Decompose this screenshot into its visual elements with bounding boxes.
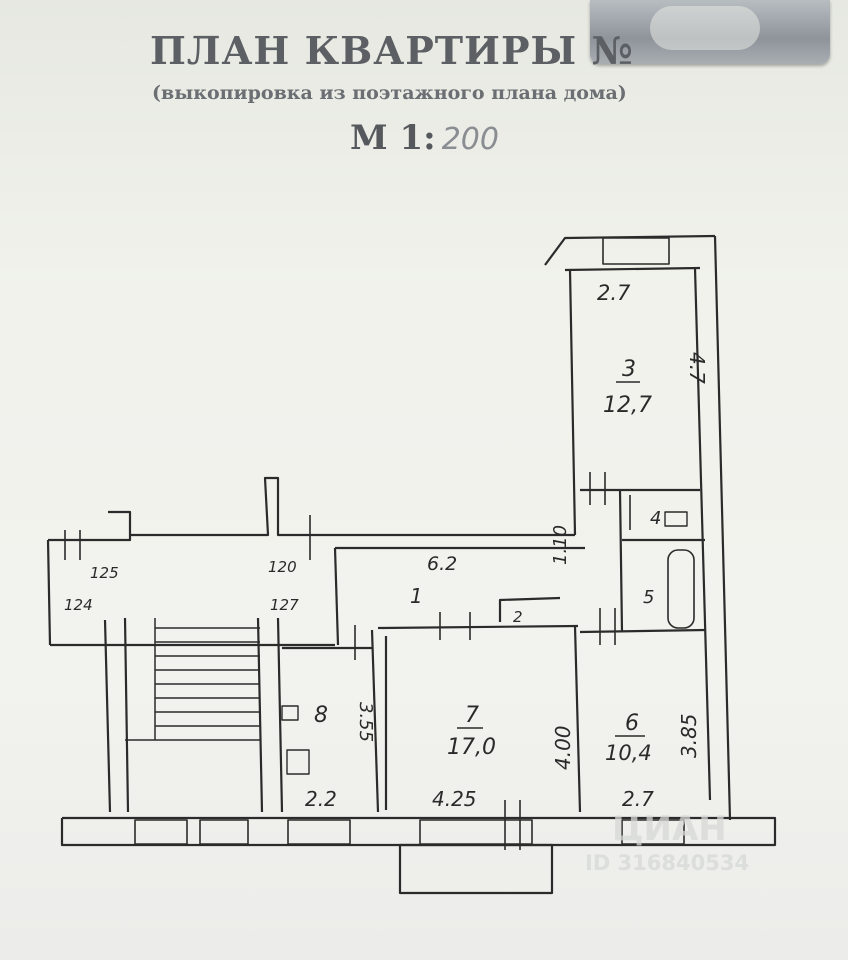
dim-kitchen-depth: 3.55 [355, 702, 376, 742]
scale-label: М 1:200 [350, 118, 499, 158]
room7-wall-top [377, 624, 579, 630]
loggia [398, 843, 554, 895]
room7-wall-right [573, 625, 582, 813]
stair-rail-right-inner [276, 617, 284, 813]
room-3-area: 12,7 [603, 393, 652, 418]
door-marks [64, 472, 631, 850]
bottom-windows [134, 819, 685, 845]
stair-rail-right [256, 617, 264, 813]
dim-hall-width: 6.2 [427, 553, 457, 575]
wc-fixture [664, 511, 688, 527]
stair-steps [125, 618, 260, 741]
watermark-brand: ЦИАН [612, 809, 727, 849]
room3-wall-left [568, 269, 577, 536]
dim-room3-length: 4.7 [685, 352, 709, 384]
hall-wall-left [333, 547, 340, 646]
room-6-area: 10,4 [605, 741, 652, 765]
bath-wall [618, 489, 624, 633]
stair-rail-left [103, 619, 112, 813]
plan-title: ПЛАН КВАРТИРЫ № [150, 28, 634, 73]
dim-room6-depth: 3.85 [677, 713, 701, 758]
room6-wall-top [579, 628, 706, 634]
room-6-number: 6 [625, 711, 639, 736]
room-8-number: 8 [314, 703, 328, 728]
room-3-number: 3 [622, 357, 636, 382]
hall-wall-top [130, 476, 575, 537]
room-4-number: 4 [650, 508, 661, 529]
outer-wall-right [713, 235, 732, 821]
balcony-window [602, 237, 670, 265]
room-2-number: 2 [513, 608, 523, 626]
bathtub [667, 549, 695, 629]
watermark-id: ID 316840534 [585, 851, 749, 875]
scale-value: 200 [441, 122, 499, 157]
room3-wall-top [564, 266, 701, 272]
dim-stair-a: 125 [90, 564, 119, 582]
inner-wall-right [693, 267, 712, 801]
wall-lines [46, 234, 777, 895]
room-7-number: 7 [465, 703, 479, 728]
room-1-number: 1 [410, 584, 423, 608]
stair-wall-top [48, 510, 132, 542]
closet-wall [498, 596, 561, 622]
dim-room6-width: 2.7 [622, 787, 654, 811]
dim-kitchen-width: 2.2 [305, 787, 337, 811]
dim-stair-c: 124 [64, 596, 93, 614]
dim-stair-d: 127 [270, 596, 299, 614]
stair-rail-left-inner [123, 617, 130, 813]
outer-wall-bottom [60, 816, 777, 847]
dim-room7-depth: 4.00 [551, 725, 575, 770]
scale-prefix: М 1: [350, 118, 436, 158]
paper-clip [590, 0, 830, 64]
plan-subtitle: (выкопировка из поэтажного плана дома) [152, 82, 627, 104]
stair-wall-left [46, 539, 52, 646]
dim-room7-width: 4.25 [432, 787, 477, 811]
dim-hall-depth: 1.10 [550, 525, 571, 565]
room-5-number: 5 [643, 587, 654, 608]
balcony-rail [544, 234, 716, 266]
sink [281, 705, 299, 721]
dim-stair-b: 120 [268, 558, 297, 576]
kitchen-wall-right [370, 629, 380, 813]
dim-balcony-width: 2.7 [597, 281, 631, 305]
stove [286, 749, 310, 775]
room-7-area: 17,0 [447, 735, 496, 760]
